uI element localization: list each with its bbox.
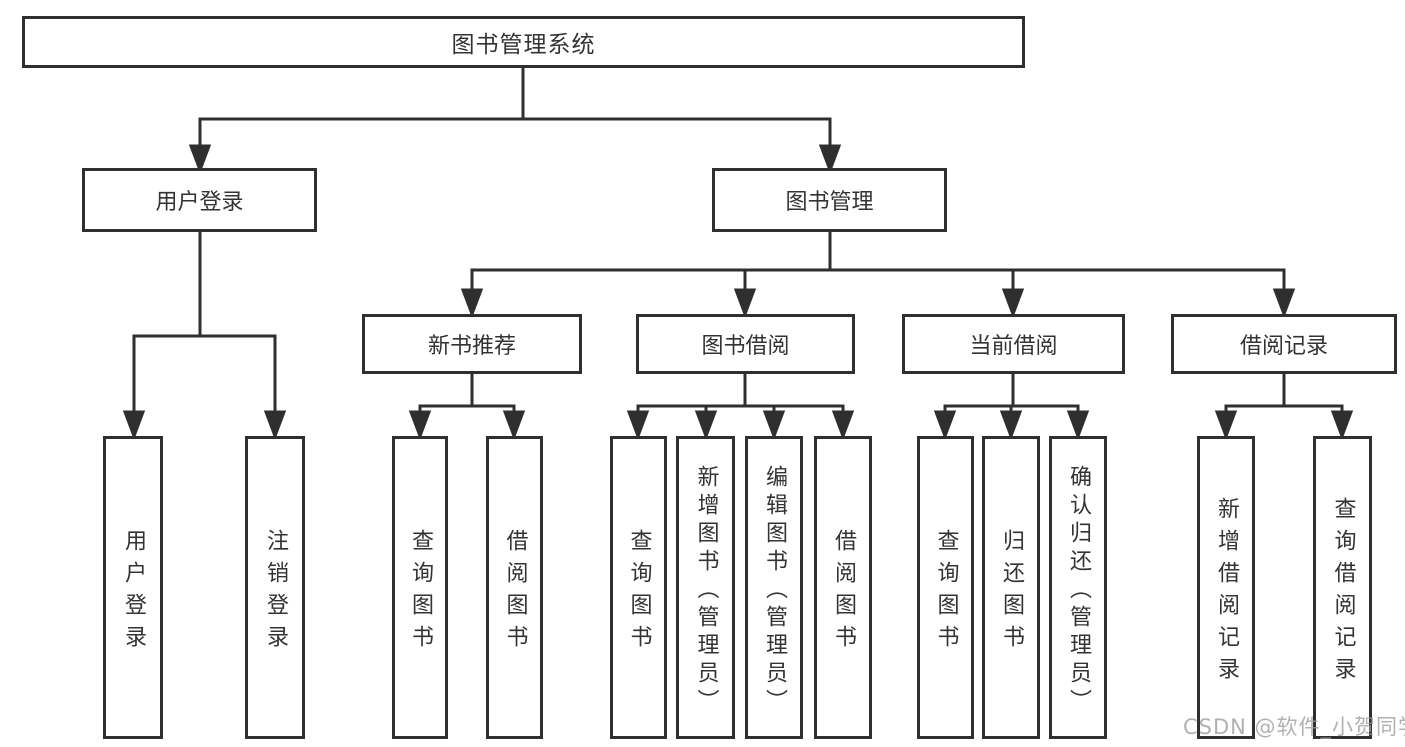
node-leaf-user-login: 用户登录	[103, 436, 163, 739]
node-new-book-recommendation: 新书推荐	[362, 314, 582, 374]
node-leaf-query-borrow-record: 查询借阅记录	[1313, 436, 1372, 739]
node-leaf-query-books: 查询图书	[917, 436, 974, 739]
node-library-management-system: 图书管理系统	[22, 16, 1025, 68]
node-leaf-borrow-books: 借阅图书	[814, 436, 872, 739]
node-leaf-confirm-return-admin: 确认归还（管理员）	[1049, 436, 1107, 739]
csdn-watermark: CSDN @软件_小贺同学	[1183, 715, 1405, 739]
node-book-borrowing: 图书借阅	[636, 314, 855, 374]
node-leaf-return-books: 归还图书	[982, 436, 1040, 739]
node-user-login: 用户登录	[82, 168, 317, 232]
node-leaf-query-books: 查询图书	[610, 436, 667, 739]
node-borrowing-records: 借阅记录	[1171, 314, 1397, 374]
node-leaf-query-books: 查询图书	[392, 436, 448, 739]
node-current-borrowing: 当前借阅	[902, 314, 1125, 374]
node-leaf-add-borrow-record: 新增借阅记录	[1197, 436, 1255, 739]
node-leaf-edit-books-admin: 编辑图书（管理员）	[745, 436, 803, 739]
node-book-management: 图书管理	[712, 168, 947, 232]
node-leaf-logout: 注销登录	[245, 436, 305, 739]
node-leaf-add-books-admin: 新增图书（管理员）	[676, 436, 735, 739]
node-leaf-borrow-books: 借阅图书	[486, 436, 543, 739]
